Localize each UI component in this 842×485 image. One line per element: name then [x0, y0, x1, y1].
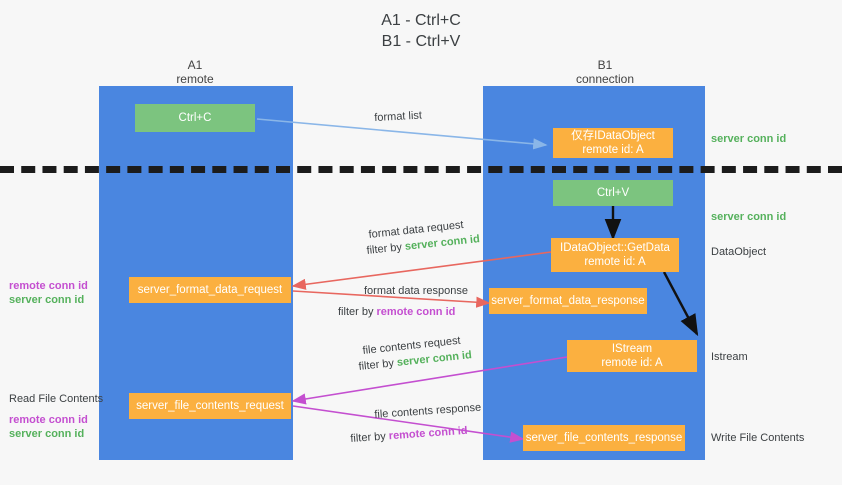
node-idataobject-line2: remote id: A — [582, 144, 644, 156]
edge-label-format-list: format list — [374, 109, 423, 124]
node-server-file-contents-request-label: server_file_contents_request — [136, 400, 284, 412]
lane-b1-name: B1 — [597, 58, 613, 72]
filter-prefix: filter by — [358, 356, 398, 373]
node-server-format-data-request[interactable]: server_format_data_request — [129, 277, 291, 303]
node-ctrl-v[interactable]: Ctrl+V — [553, 180, 673, 206]
right-label-server-conn-id-mid: server conn id — [711, 211, 787, 223]
title-line-1: A1 - Ctrl+C — [381, 12, 461, 29]
filter-prefix: filter by — [350, 430, 390, 445]
lane-a1-name: A1 — [187, 58, 203, 72]
page-title: A1 - Ctrl+C B1 - Ctrl+V — [0, 10, 842, 52]
node-idataobject[interactable]: 仅存IDataObject remote id: A — [553, 128, 673, 158]
filter-prefix: filter by — [338, 306, 377, 318]
edge-label-format-data-response-filter: filter by remote conn id — [338, 306, 455, 318]
filter-key-remote-conn-id: remote conn id — [388, 424, 468, 443]
left-label-read-file-contents: Read File Contents — [9, 393, 104, 405]
node-istream-line1: IStream — [611, 343, 653, 355]
title-line-2: B1 - Ctrl+V — [381, 33, 461, 50]
right-label-write-file-contents: Write File Contents — [711, 432, 805, 444]
filter-key-server-conn-id: server conn id — [404, 233, 481, 253]
lane-a1-sub: remote — [176, 72, 214, 86]
filter-prefix: filter by — [366, 240, 406, 257]
node-ctrl-c-label: Ctrl+C — [178, 112, 212, 124]
node-getdata-line1: IDataObject::GetData — [560, 242, 670, 254]
node-istream[interactable]: IStream remote id: A — [567, 340, 697, 372]
node-ctrl-v-label: Ctrl+V — [596, 187, 630, 199]
node-server-format-data-request-label: server_format_data_request — [137, 284, 283, 296]
node-server-format-data-response[interactable]: server_format_data_response — [489, 288, 647, 314]
node-server-file-contents-request[interactable]: server_file_contents_request — [129, 393, 291, 419]
node-server-file-contents-response[interactable]: server_file_contents_response — [523, 425, 685, 451]
edge-label-file-contents-response-filter: filter by remote conn id — [350, 425, 468, 445]
left-label-server-conn-id-1: server conn id — [9, 294, 85, 306]
node-getdata-line2: remote id: A — [584, 256, 646, 268]
node-server-file-contents-response-label: server_file_contents_response — [525, 432, 683, 444]
left-label-remote-conn-id-1: remote conn id — [9, 280, 88, 292]
edge-label-file-contents-response: file contents response — [374, 401, 482, 421]
node-ctrl-c[interactable]: Ctrl+C — [135, 104, 255, 132]
right-label-istream: Istream — [711, 351, 748, 363]
node-istream-line2: remote id: A — [601, 357, 663, 369]
node-idataobject-line1: 仅存IDataObject — [571, 130, 655, 142]
filter-key-remote-conn-id: remote conn id — [376, 306, 456, 318]
lane-header-b1: B1 connection — [535, 58, 675, 86]
left-label-remote-conn-id-2: remote conn id — [9, 414, 88, 426]
lane-b1-sub: connection — [575, 72, 635, 86]
lane-header-a1: A1 remote — [135, 58, 255, 86]
phase-divider — [0, 166, 842, 173]
node-server-format-data-response-label: server_format_data_response — [491, 295, 645, 307]
right-label-server-conn-id-top: server conn id — [711, 133, 787, 145]
right-label-dataobject: DataObject — [711, 246, 767, 258]
left-label-server-conn-id-2: server conn id — [9, 428, 85, 440]
edge-label-format-data-response: format data response — [364, 285, 468, 297]
node-idataobject-getdata[interactable]: IDataObject::GetData remote id: A — [551, 238, 679, 272]
